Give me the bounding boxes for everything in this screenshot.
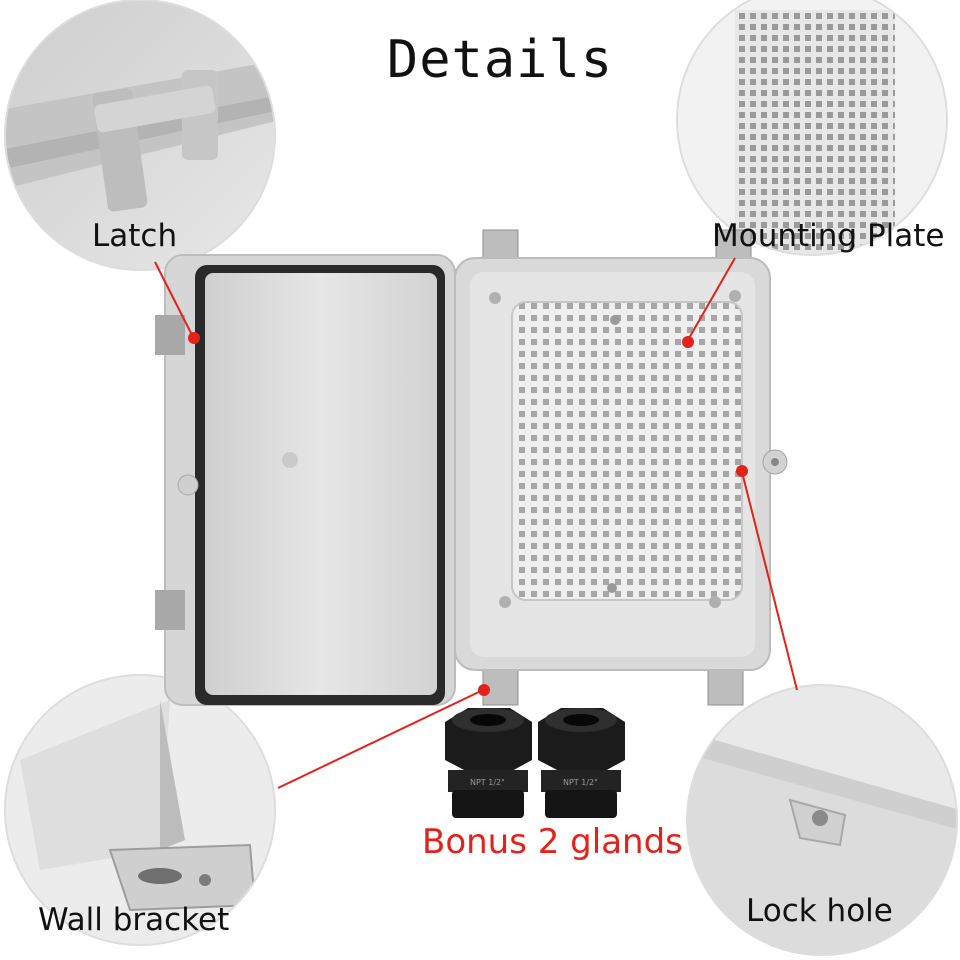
wall-bracket-detail-circle — [4, 674, 276, 946]
latch-detail-circle — [4, 0, 276, 271]
lock-hole-detail-circle — [686, 684, 958, 956]
mounting-plate-detail-circle — [676, 0, 948, 256]
gland-right-text: NPT 1/2" — [563, 778, 598, 787]
callout-mounting-plate — [682, 257, 736, 348]
callout-wall-bracket — [277, 684, 490, 789]
enclosure-base — [454, 229, 788, 706]
bonus-glands-label: Bonus 2 glands — [422, 822, 683, 862]
gland-left-text: NPT 1/2" — [470, 778, 505, 787]
page-title: Details — [386, 30, 614, 90]
cable-gland-right: NPT 1/2" — [538, 708, 625, 818]
wall-bracket-label: Wall bracket — [38, 902, 230, 938]
callout-latch — [154, 261, 200, 344]
enclosure-lid — [155, 254, 456, 706]
lock-hole-label: Lock hole — [746, 893, 893, 929]
callout-lock-hole — [736, 465, 798, 691]
cable-gland-left: NPT 1/2" — [445, 708, 532, 818]
latch-label: Latch — [92, 218, 178, 254]
mounting-plate-label: Mounting Plate — [712, 218, 945, 254]
